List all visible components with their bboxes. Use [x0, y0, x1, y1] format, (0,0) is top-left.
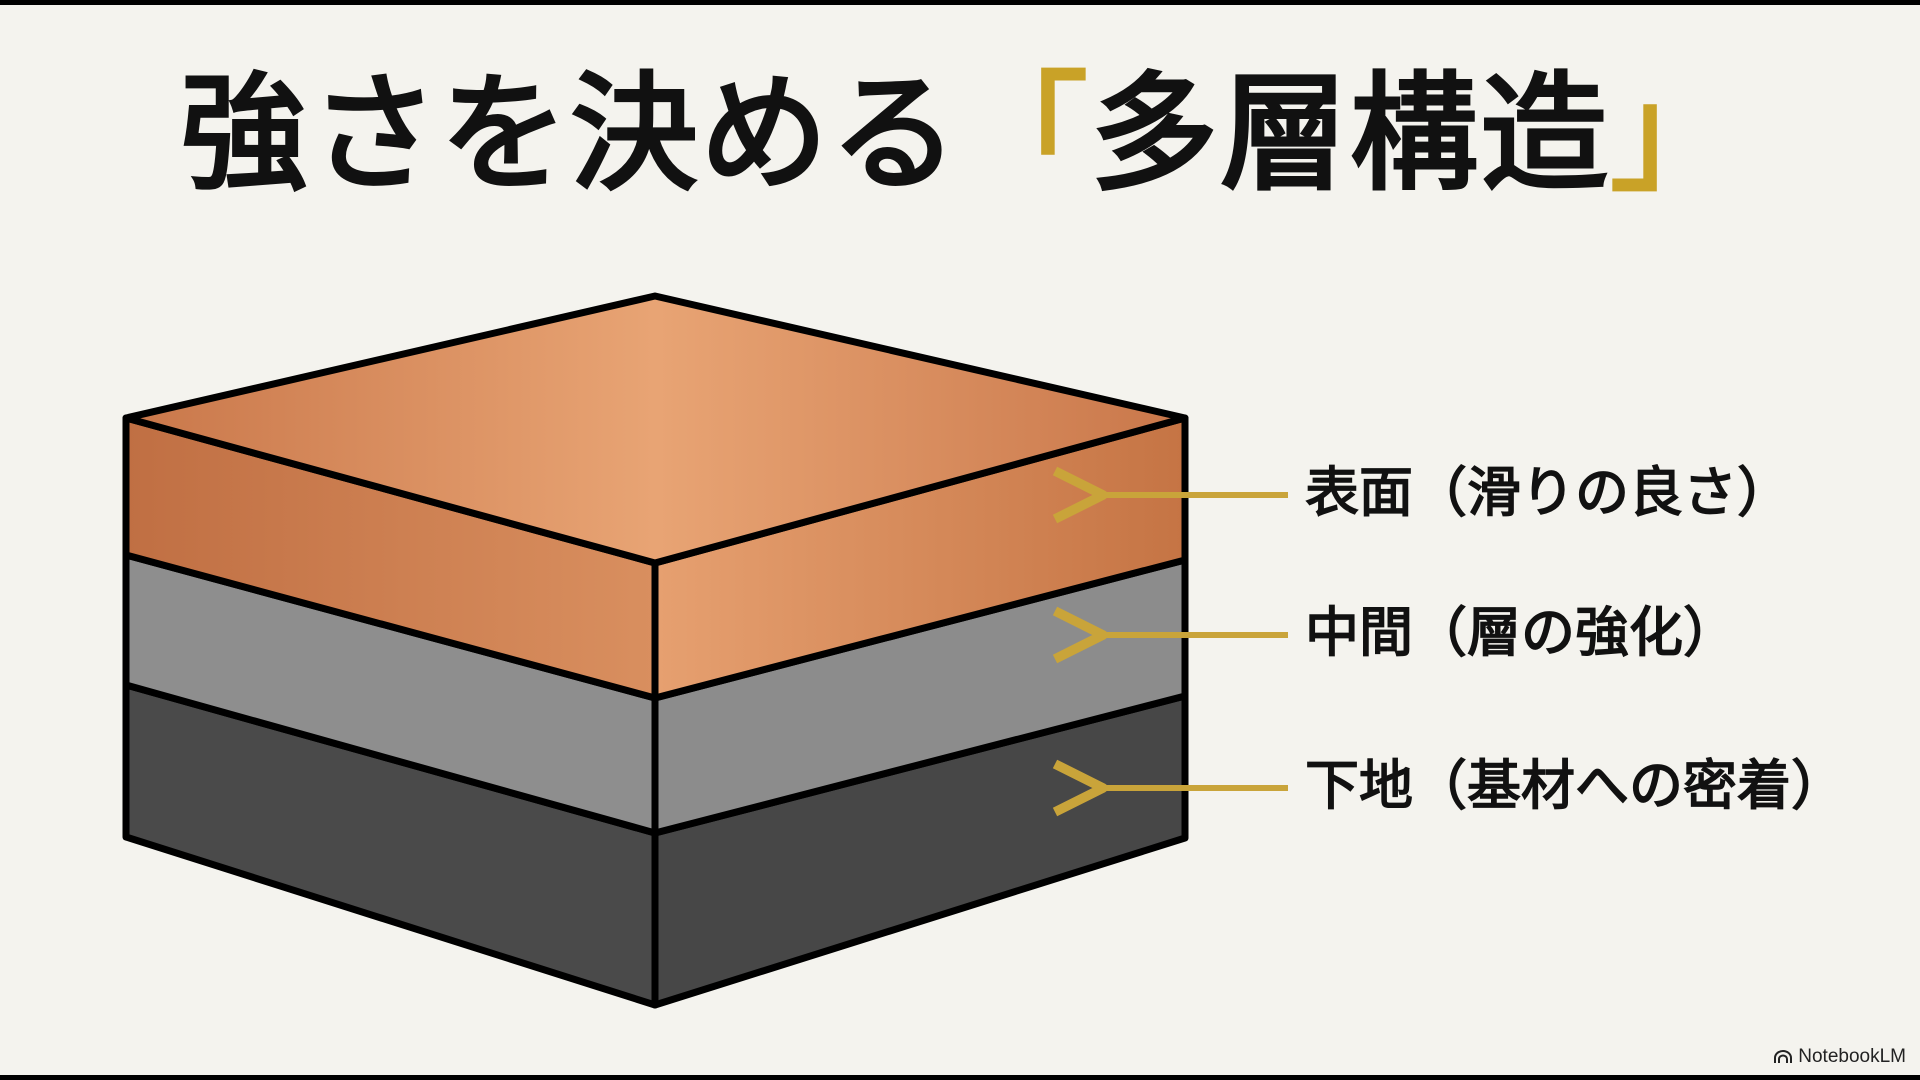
title-open-bracket: 「: [959, 60, 1090, 209]
title-close-bracket: 」: [1610, 60, 1741, 209]
label-surface: 表面（滑りの良さ）: [1305, 461, 1791, 524]
label-middle: 中間（層の強化）: [1305, 601, 1737, 664]
brand-name: NotebookLM: [1798, 1046, 1906, 1067]
title-highlight: 多層構造: [1090, 60, 1611, 209]
top-border: [0, 0, 1920, 5]
bottom-border: [0, 1075, 1920, 1080]
notebooklm-logo-icon: [1774, 1050, 1793, 1063]
top-layer-top-face: [122, 292, 1189, 567]
label-base: 下地（基材への密着）: [1305, 754, 1845, 817]
brand-watermark: NotebookLM: [1774, 1046, 1906, 1068]
page-title: 強さを決める「多層構造」: [0, 60, 1920, 210]
title-main: 強さを決める: [179, 60, 960, 209]
